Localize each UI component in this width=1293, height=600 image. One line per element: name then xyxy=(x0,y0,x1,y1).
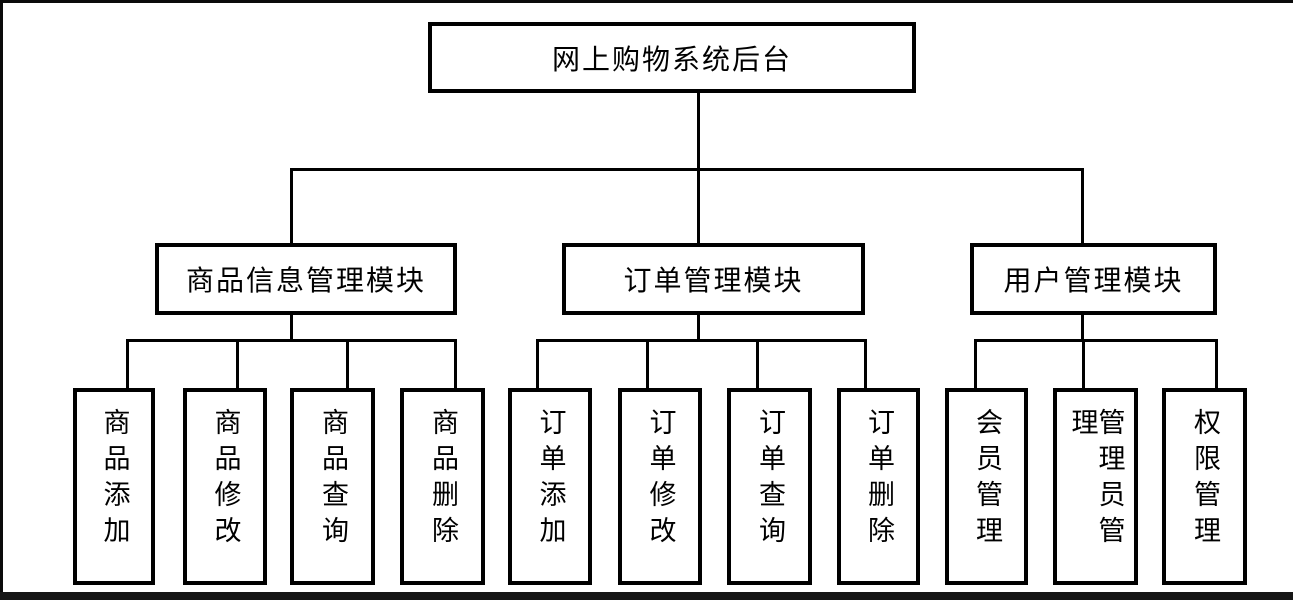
connector-level1-bus xyxy=(291,168,1084,171)
image-bottom-border xyxy=(0,592,1293,600)
connector-drop-leaf xyxy=(1082,339,1085,389)
module-node-user-management: 用户管理模块 xyxy=(970,243,1217,315)
module-node-label: 用户管理模块 xyxy=(1003,266,1184,297)
leaf-node-order-add: 订单添加 xyxy=(508,388,592,585)
connector-drop-leaf xyxy=(236,339,239,389)
leaf-node-label: 管理员管理 xyxy=(1067,408,1125,552)
connector-stub-module-products xyxy=(290,315,293,341)
connector-drop-leaf xyxy=(126,339,129,389)
leaf-node-label: 订单删除 xyxy=(864,408,894,552)
root-node-backend-system: 网上购物系统后台 xyxy=(428,22,916,93)
leaf-node-permission-management: 权限管理 xyxy=(1162,388,1247,585)
connector-drop-leaf xyxy=(454,339,457,389)
leaf-node-label: 订单添加 xyxy=(535,408,566,552)
leaf-node-member-management: 会员管理 xyxy=(945,388,1028,585)
image-top-border xyxy=(0,0,1293,3)
leaf-node-order-delete: 订单删除 xyxy=(837,388,920,585)
leaf-node-admin-management: 管理员管理 xyxy=(1053,388,1138,585)
leaf-node-label: 订单修改 xyxy=(645,408,676,552)
module-node-label: 订单管理模块 xyxy=(623,266,804,297)
connector-drop-leaf xyxy=(864,339,867,389)
connector-stub-module-users xyxy=(1081,315,1084,341)
connector-drop-leaf xyxy=(1215,339,1218,389)
leaf-node-order-edit: 订单修改 xyxy=(618,388,702,585)
leaf-node-product-query: 商品查询 xyxy=(290,388,375,585)
connector-bus-users-group xyxy=(975,339,1218,342)
connector-bus-orders-group xyxy=(537,339,867,342)
leaf-node-order-query: 订单查询 xyxy=(727,388,812,585)
module-node-product-info-management: 商品信息管理模块 xyxy=(155,243,457,315)
connector-drop-leaf xyxy=(346,339,349,389)
leaf-node-product-add: 商品添加 xyxy=(73,388,155,585)
leaf-node-product-delete: 商品删除 xyxy=(400,388,485,585)
leaf-node-product-edit: 商品修改 xyxy=(183,388,267,585)
leaf-node-label: 订单查询 xyxy=(755,408,785,552)
connector-drop-module-products xyxy=(290,168,293,243)
connector-drop-leaf xyxy=(974,339,977,389)
leaf-node-label: 商品修改 xyxy=(210,408,241,552)
leaf-node-label: 会员管理 xyxy=(972,408,1002,552)
connector-drop-leaf xyxy=(536,339,539,389)
image-left-border xyxy=(0,0,3,600)
module-node-order-management: 订单管理模块 xyxy=(562,243,865,315)
leaf-node-label: 权限管理 xyxy=(1190,408,1220,552)
leaf-node-label: 商品删除 xyxy=(428,408,458,552)
connector-stub-module-orders xyxy=(697,315,700,341)
connector-bus-products-group xyxy=(127,339,457,342)
leaf-node-label: 商品添加 xyxy=(99,408,130,552)
connector-drop-leaf xyxy=(756,339,759,389)
module-node-label: 商品信息管理模块 xyxy=(185,266,426,297)
leaf-node-label: 商品查询 xyxy=(318,408,348,552)
root-node-label: 网上购物系统后台 xyxy=(551,44,792,76)
connector-drop-module-users xyxy=(1081,168,1084,243)
connector-drop-leaf xyxy=(646,339,649,389)
